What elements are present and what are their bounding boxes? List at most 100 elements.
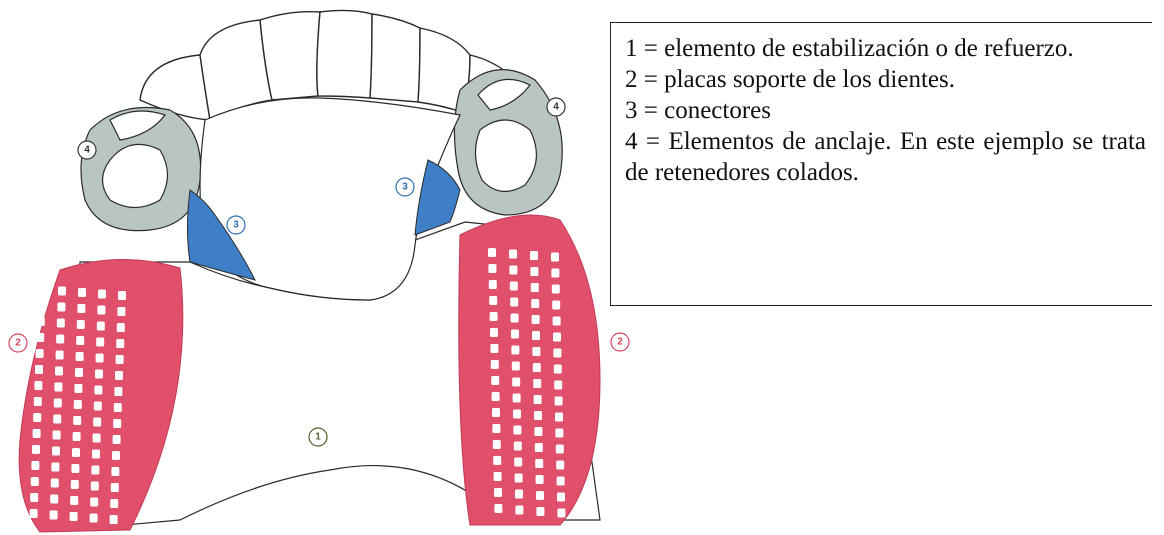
mesh-hole: [554, 365, 562, 374]
marker-plate-right: 2: [611, 333, 629, 351]
marker-clasp-right-label: 4: [553, 102, 559, 113]
mesh-hole: [96, 354, 104, 363]
mesh-hole: [114, 387, 122, 396]
legend-item-3: 3 = conectores: [625, 95, 1146, 126]
mesh-hole: [51, 463, 59, 472]
mesh-hole: [116, 339, 124, 348]
mesh-hole: [93, 418, 101, 427]
mesh-hole: [33, 429, 41, 438]
mesh-hole: [113, 419, 121, 428]
mesh-hole: [30, 509, 38, 518]
mesh-hole: [511, 346, 519, 355]
mesh-hole: [491, 360, 499, 369]
mesh-hole: [553, 349, 561, 358]
mesh-hole: [118, 291, 126, 300]
mesh-hole: [94, 386, 102, 395]
mesh-hole: [532, 331, 540, 340]
marker-clasp-right: 4: [547, 98, 565, 116]
mesh-hole: [116, 355, 124, 364]
mesh-hole: [536, 491, 544, 500]
mesh-hole: [552, 285, 560, 294]
mesh-hole: [515, 474, 523, 483]
mesh-hole: [514, 442, 522, 451]
mesh-hole: [71, 480, 79, 489]
mesh-hole: [514, 458, 522, 467]
mesh-hole: [530, 251, 538, 260]
mesh-hole: [535, 443, 543, 452]
marker-plate-left: 2: [9, 334, 27, 352]
mesh-hole: [31, 477, 39, 486]
mesh-hole: [57, 319, 65, 328]
mesh-hole: [97, 306, 105, 315]
mesh-hole: [509, 250, 517, 259]
mesh-hole: [78, 288, 86, 297]
mesh-hole: [57, 303, 65, 312]
mesh-hole: [492, 392, 500, 401]
mesh-hole: [513, 394, 521, 403]
mesh-hole: [535, 459, 543, 468]
mesh-hole: [73, 416, 81, 425]
mesh-hole: [531, 299, 539, 308]
mesh-hole: [513, 426, 521, 435]
marker-clasp-left-label: 4: [84, 145, 90, 156]
mesh-hole: [557, 509, 565, 518]
mesh-hole: [77, 304, 85, 313]
mesh-hole: [37, 317, 45, 326]
mesh-hole: [494, 504, 502, 513]
mesh-hole: [33, 413, 41, 422]
mesh-hole: [556, 445, 564, 454]
mesh-hole: [74, 400, 82, 409]
mesh-hole: [110, 515, 118, 524]
mesh-hole: [90, 498, 98, 507]
mesh-hole: [534, 395, 542, 404]
mesh-hole: [534, 427, 542, 436]
mesh-hole: [532, 347, 540, 356]
mesh-hole: [511, 314, 519, 323]
legend-item-4: 4 = Elementos de anclaje. En este ejempl…: [625, 126, 1146, 188]
mesh-hole: [533, 363, 541, 372]
right-molar-clasp: [454, 70, 562, 215]
mesh-hole: [96, 338, 104, 347]
mesh-hole: [36, 349, 44, 358]
mesh-hole: [512, 378, 520, 387]
mesh-hole: [512, 362, 520, 371]
mesh-hole: [489, 296, 497, 305]
mesh-hole: [111, 483, 119, 492]
mesh-hole: [510, 282, 518, 291]
mesh-hole: [97, 322, 105, 331]
mesh-hole: [493, 440, 501, 449]
mesh-hole: [37, 301, 45, 310]
mesh-hole: [488, 264, 496, 273]
mesh-hole: [492, 408, 500, 417]
mesh-hole: [55, 367, 63, 376]
mesh-hole: [76, 352, 84, 361]
legend-box: 1 = elemento de estabilización o de refu…: [610, 22, 1152, 306]
mesh-hole: [491, 376, 499, 385]
mesh-hole: [556, 461, 564, 470]
mesh-hole: [31, 461, 39, 470]
mesh-hole: [557, 493, 565, 502]
mesh-hole: [58, 287, 66, 296]
mesh-hole: [90, 514, 98, 523]
mesh-hole: [72, 448, 80, 457]
mesh-hole: [511, 330, 519, 339]
mesh-hole: [112, 451, 120, 460]
mesh-hole: [494, 472, 502, 481]
mesh-hole: [92, 450, 100, 459]
mesh-hole: [50, 511, 58, 520]
mesh-hole: [552, 301, 560, 310]
marker-stabilizer-label: 1: [315, 432, 321, 443]
mesh-hole: [76, 336, 84, 345]
mesh-hole: [114, 403, 122, 412]
mesh-hole: [551, 269, 559, 278]
mesh-hole: [35, 365, 43, 374]
mesh-hole: [531, 283, 539, 292]
mesh-hole: [110, 499, 118, 508]
left-molar-clasp: [81, 108, 201, 231]
mesh-hole: [536, 507, 544, 516]
mesh-hole: [34, 381, 42, 390]
mesh-hole: [553, 333, 561, 342]
mesh-hole: [533, 379, 541, 388]
mesh-hole: [98, 290, 106, 299]
mesh-hole: [70, 512, 78, 521]
